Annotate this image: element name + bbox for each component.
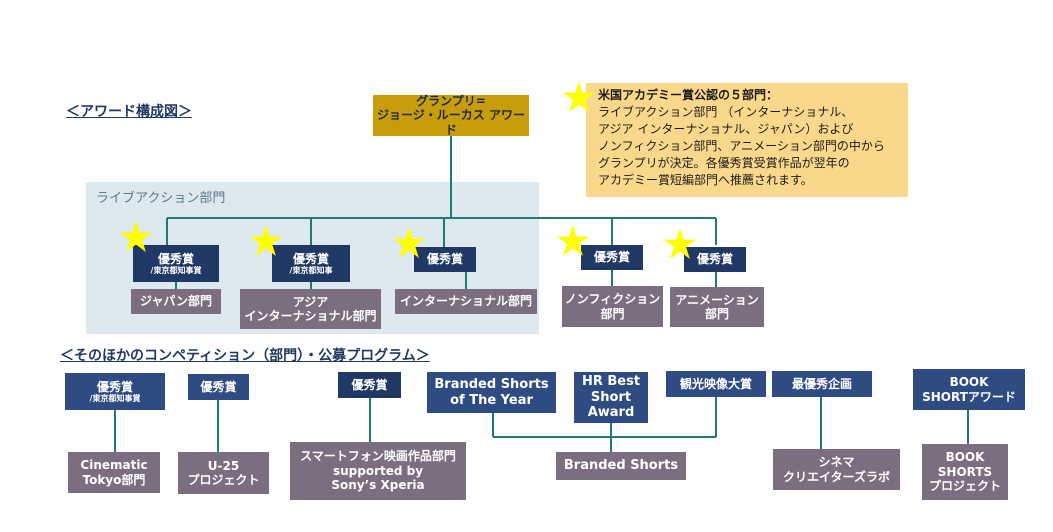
award-label: 優秀賞	[292, 251, 329, 266]
award-sublabel: /東京都知事	[289, 265, 333, 275]
grand-prix-line1: グランプリ=	[416, 93, 486, 108]
category-international: インターナショナル部門	[395, 289, 537, 314]
smartphone-award-box: 優秀賞	[338, 372, 401, 398]
branded-shorts-category: Branded Shorts	[556, 452, 686, 480]
star-icon	[393, 227, 425, 258]
star-icon	[120, 221, 152, 252]
u25-project-category: U-25 プロジェクト	[178, 452, 269, 494]
branded-shorts-of-the-year-box: Branded Shorts of The Year	[427, 372, 556, 413]
hr-best-short-award-box: HR Best Short Award	[574, 372, 648, 423]
award-box-asia: 優秀賞 /東京都知事	[272, 245, 350, 282]
star-icon	[664, 228, 696, 259]
award-label: 優秀賞	[96, 379, 133, 394]
category-animation: アニメーション 部門	[670, 287, 764, 327]
award-label: 優秀賞	[593, 250, 630, 265]
award-label: 優秀賞	[157, 251, 194, 266]
award-sublabel: /東京都知事賞	[150, 265, 202, 275]
book-shorts-project-category: BOOK SHORTS プロジェクト	[922, 444, 1008, 500]
tourism-award-box: 観光映像大賞	[666, 371, 766, 397]
award-label: 優秀賞	[696, 252, 733, 267]
award-box-nonfiction: 優秀賞	[581, 245, 643, 270]
award-structure-heading: ＜アワード構成図＞	[66, 104, 192, 120]
live-action-region-label: ライブアクション部門	[96, 191, 226, 206]
cinematic-award-box: 優秀賞 /東京都知事賞	[65, 373, 165, 410]
award-box-japan: 優秀賞 /東京都知事賞	[133, 245, 219, 282]
award-label: 優秀賞	[426, 252, 463, 267]
other-programs-heading: ＜そのほかのコンペティション（部門）・公募プログラム＞	[60, 348, 430, 364]
award-sublabel: /東京都知事賞	[89, 393, 141, 403]
academy-note-line: アカデミー賞短編部門へ推薦されます。	[598, 173, 813, 187]
star-icon	[563, 81, 595, 112]
cinematic-tokyo-category: Cinematic Tokyo部門	[68, 452, 160, 493]
academy-note-line: グランプリが決定。各優秀賞受賞作品が翌年の	[598, 156, 850, 170]
category-japan: ジャパン部門	[131, 289, 221, 314]
cinema-creators-lab-category: シネマ クリエイターズラボ	[773, 449, 900, 490]
category-asia-international: アジア インターナショナル部門	[240, 289, 381, 329]
grand-prix-line2: ジョージ・ルーカス アワード	[377, 108, 525, 137]
award-box-animation: 優秀賞	[684, 247, 746, 272]
star-icon	[557, 225, 589, 256]
star-icon	[250, 225, 282, 256]
academy-note-title: 米国アカデミー賞公認の５部門：	[598, 88, 779, 102]
book-short-award-box: BOOK SHORTアワード	[913, 369, 1025, 410]
smartphone-film-category: スマートフォン映画作品部門 supported by Sony’s Xperia	[290, 442, 466, 500]
best-plan-box: 最優秀企画	[772, 371, 872, 397]
grand-prix-box: グランプリ= ジョージ・ルーカス アワード	[373, 93, 529, 137]
academy-note-line: アジア インターナショナル、ジャパン）および	[598, 122, 854, 136]
category-nonfiction: ノンフィクション 部門	[562, 286, 663, 327]
u25-award-box: 優秀賞	[188, 374, 249, 400]
academy-note: 米国アカデミー賞公認の５部門： ライブアクション部門 （インターナショナル、 ア…	[586, 83, 908, 197]
academy-note-line: ライブアクション部門 （インターナショナル、	[598, 105, 854, 119]
award-box-international: 優秀賞	[414, 247, 476, 272]
academy-note-line: ノンフィクション部門、アニメーション部門の中から	[598, 139, 885, 153]
